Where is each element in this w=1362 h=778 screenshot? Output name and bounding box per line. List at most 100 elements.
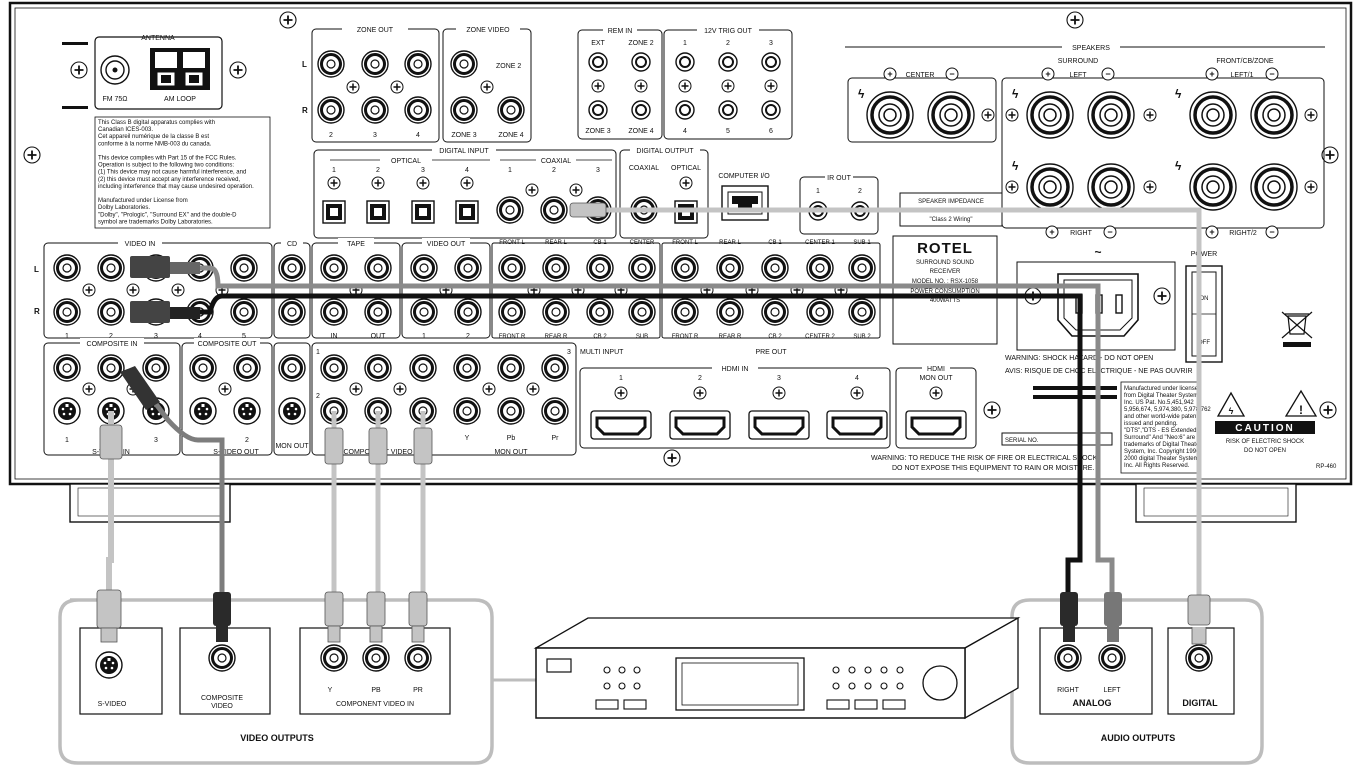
- cd-left-jack[interactable]: [277, 253, 307, 283]
- power-switch[interactable]: [1185, 265, 1223, 363]
- composite-out-jack[interactable]: [188, 353, 218, 383]
- multi-input-jack[interactable]: [541, 253, 571, 283]
- mon-out-pb-jack[interactable]: [496, 396, 526, 426]
- video-out-jack[interactable]: [409, 297, 439, 327]
- center-negative-post[interactable]: [926, 90, 976, 140]
- zone-out-jack[interactable]: [316, 49, 346, 79]
- zone-out-jack[interactable]: [360, 95, 390, 125]
- component-in1-jack[interactable]: [363, 353, 393, 383]
- zone2-video-jack[interactable]: [449, 49, 479, 79]
- surround-left-positive-post[interactable]: [1025, 90, 1075, 140]
- pre-out-jack[interactable]: [715, 253, 745, 283]
- video-in-left-jack[interactable]: [52, 253, 82, 283]
- pre-out-jack[interactable]: [847, 297, 877, 327]
- hdmi-in-port[interactable]: [589, 409, 653, 441]
- video-in-left-jack[interactable]: [229, 253, 259, 283]
- mon-out-pr-jack[interactable]: [540, 396, 570, 426]
- component-in1-jack[interactable]: [408, 353, 438, 383]
- video-in-left-jack[interactable]: [96, 253, 126, 283]
- pre-out-jack[interactable]: [847, 253, 877, 283]
- surround-right-negative-post[interactable]: [1086, 162, 1136, 212]
- video-out-jack[interactable]: [453, 253, 483, 283]
- tv-composite-input[interactable]: [207, 643, 237, 673]
- multi-input-jack[interactable]: [585, 297, 615, 327]
- svideo-out-jack[interactable]: [233, 397, 261, 425]
- rem-in-jack[interactable]: [588, 100, 608, 120]
- pre-out-jack[interactable]: [760, 253, 790, 283]
- rem-in-jack[interactable]: [588, 52, 608, 72]
- center-positive-post[interactable]: [865, 90, 915, 140]
- optical-input-jack[interactable]: [366, 200, 390, 224]
- zone-out-jack[interactable]: [403, 49, 433, 79]
- audio-right-input[interactable]: [1053, 643, 1083, 673]
- trig-out-jack[interactable]: [675, 52, 695, 72]
- am-loop-terminal[interactable]: [150, 48, 210, 90]
- optical-input-jack[interactable]: [322, 200, 346, 224]
- mon-out-svideo-jack[interactable]: [278, 397, 306, 425]
- rem-in-jack[interactable]: [631, 100, 651, 120]
- component-in3-jack[interactable]: [452, 353, 482, 383]
- mon-out-video-jack[interactable]: [277, 353, 307, 383]
- pre-out-jack[interactable]: [715, 297, 745, 327]
- multi-input-jack[interactable]: [627, 297, 657, 327]
- composite-out-jack[interactable]: [232, 353, 262, 383]
- trig-out-jack[interactable]: [718, 52, 738, 72]
- pre-out-jack[interactable]: [805, 297, 835, 327]
- video-in-right-jack[interactable]: [229, 297, 259, 327]
- multi-input-jack[interactable]: [497, 297, 527, 327]
- mon-out-y-jack[interactable]: [452, 396, 482, 426]
- zone-out-jack[interactable]: [360, 49, 390, 79]
- computer-io-port[interactable]: [721, 185, 769, 221]
- zone-out-jack[interactable]: [316, 95, 346, 125]
- tape-jack[interactable]: [319, 297, 349, 327]
- component-in3-jack[interactable]: [540, 353, 570, 383]
- tape-jack[interactable]: [363, 297, 393, 327]
- front-right-negative-post[interactable]: [1249, 162, 1299, 212]
- coaxial-input-jack[interactable]: [539, 195, 569, 225]
- video-out-jack[interactable]: [409, 253, 439, 283]
- multi-input-jack[interactable]: [585, 253, 615, 283]
- audio-digital-input[interactable]: [1184, 643, 1214, 673]
- surround-right-positive-post[interactable]: [1025, 162, 1075, 212]
- pre-out-jack[interactable]: [670, 297, 700, 327]
- tape-jack[interactable]: [363, 253, 393, 283]
- optical-input-jack[interactable]: [455, 200, 479, 224]
- pre-out-jack[interactable]: [670, 253, 700, 283]
- optical-input-jack[interactable]: [411, 200, 435, 224]
- zone4-video-jack[interactable]: [496, 95, 526, 125]
- coaxial-input-jack[interactable]: [495, 195, 525, 225]
- tv-svideo-input[interactable]: [95, 651, 123, 679]
- tv-y-input[interactable]: [319, 643, 349, 673]
- trig-out-jack[interactable]: [675, 100, 695, 120]
- hdmi-in-port[interactable]: [825, 409, 889, 441]
- front-left-negative-post[interactable]: [1249, 90, 1299, 140]
- composite-in-jack[interactable]: [52, 353, 82, 383]
- svideo-in-jack[interactable]: [53, 397, 81, 425]
- tv-pb-input[interactable]: [361, 643, 391, 673]
- trig-out-jack[interactable]: [718, 100, 738, 120]
- video-in-right-jack[interactable]: [96, 297, 126, 327]
- svideo-out-jack[interactable]: [189, 397, 217, 425]
- trig-out-jack[interactable]: [761, 52, 781, 72]
- component-in3-jack[interactable]: [496, 353, 526, 383]
- video-in-right-jack[interactable]: [52, 297, 82, 327]
- multi-input-jack[interactable]: [497, 253, 527, 283]
- trig-out-jack[interactable]: [761, 100, 781, 120]
- hdmi-in-port[interactable]: [668, 409, 732, 441]
- surround-left-negative-post[interactable]: [1086, 90, 1136, 140]
- video-out-jack[interactable]: [453, 297, 483, 327]
- zone-out-jack[interactable]: [403, 95, 433, 125]
- tv-pr-input[interactable]: [403, 643, 433, 673]
- zone3-video-jack[interactable]: [449, 95, 479, 125]
- hdmi-mon-out-port[interactable]: [904, 409, 968, 441]
- multi-input-jack[interactable]: [541, 297, 571, 327]
- hdmi-in-port[interactable]: [747, 409, 811, 441]
- pre-out-jack[interactable]: [760, 297, 790, 327]
- front-right-positive-post[interactable]: [1188, 162, 1238, 212]
- tape-jack[interactable]: [319, 253, 349, 283]
- pre-out-jack[interactable]: [805, 253, 835, 283]
- rem-in-jack[interactable]: [631, 52, 651, 72]
- audio-left-input[interactable]: [1097, 643, 1127, 673]
- front-left-positive-post[interactable]: [1188, 90, 1238, 140]
- cd-right-jack[interactable]: [277, 297, 307, 327]
